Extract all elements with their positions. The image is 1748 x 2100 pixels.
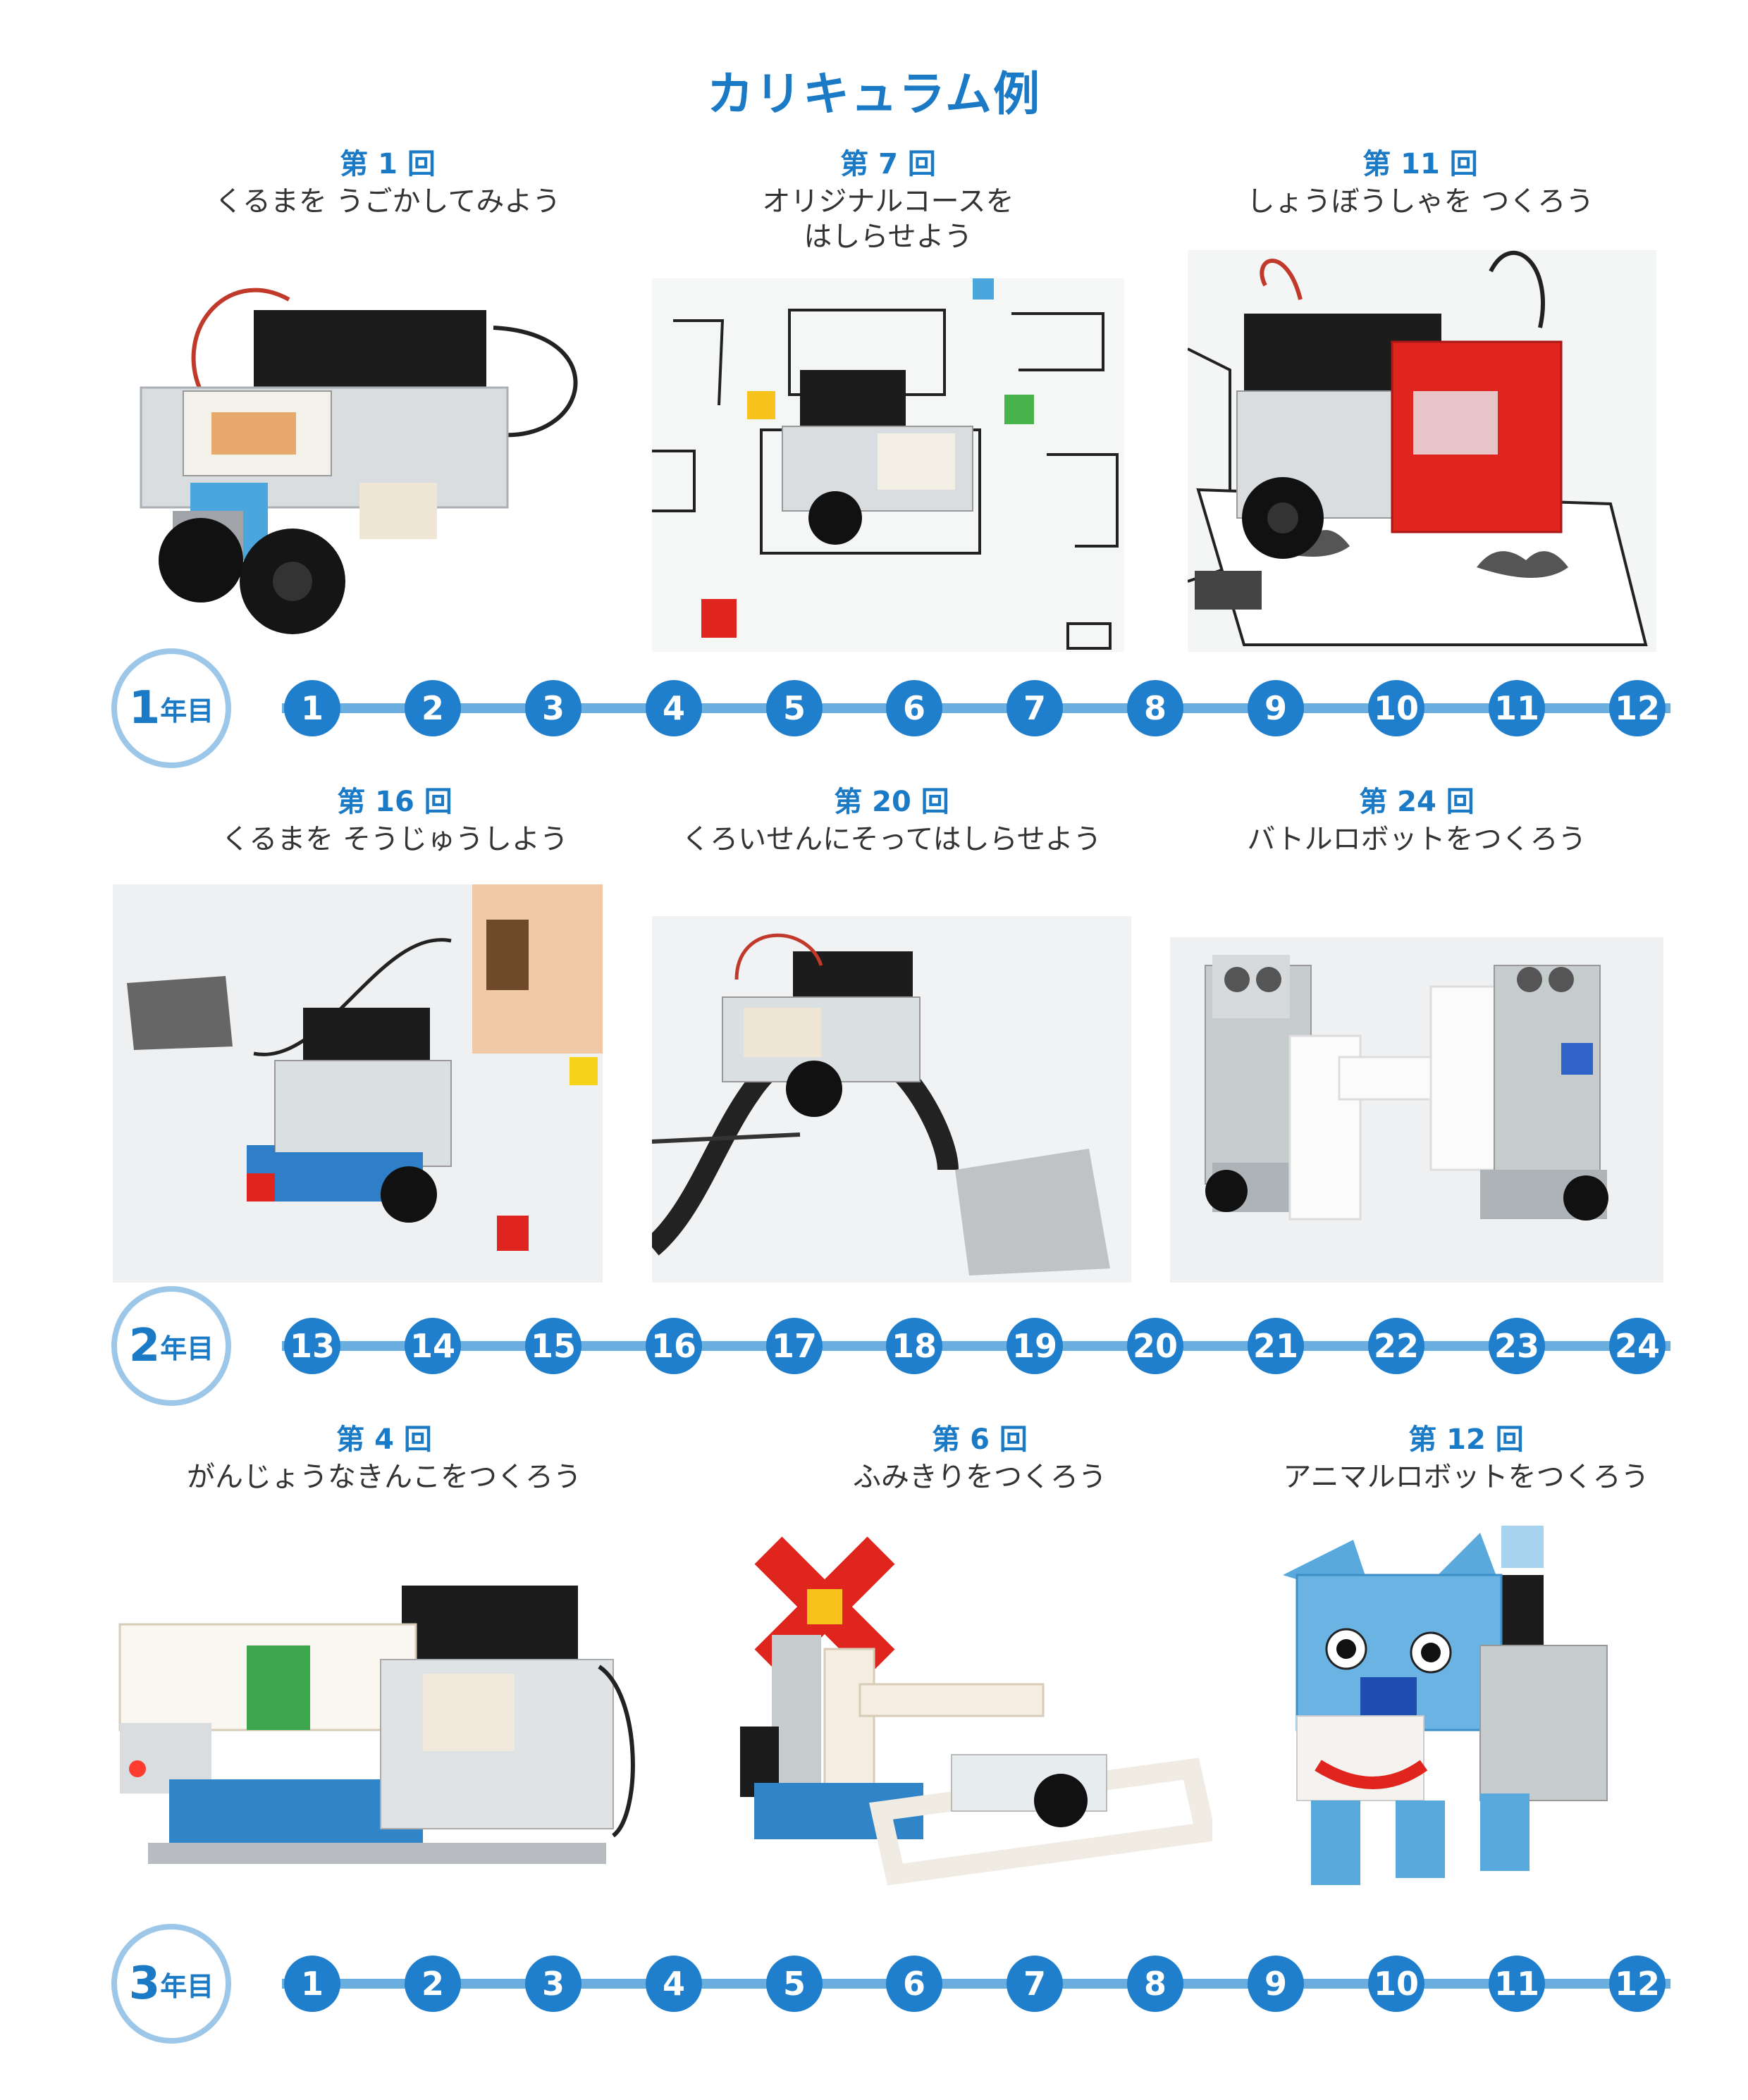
lesson-number: 第 1 回	[340, 148, 436, 180]
lesson-node: 8	[1127, 1956, 1183, 2012]
lesson-node: 7	[1007, 680, 1063, 736]
robot-car-photo	[127, 250, 613, 641]
lesson-caption: 第 7 回 オリジナルコースを はしらせよう	[641, 144, 1135, 254]
battle-robot-photo	[1170, 937, 1663, 1283]
lesson-number: 第 16 回	[337, 786, 453, 818]
lesson-node: 6	[886, 1956, 942, 2012]
page-title: カリキュラム例	[706, 67, 1042, 121]
lesson-node: 12	[1609, 680, 1666, 736]
lesson-node: 5	[766, 680, 823, 736]
lesson-node: 1	[284, 680, 340, 736]
lesson-node: 16	[646, 1318, 702, 1374]
lesson-title: アニマルロボットをつくろう	[1283, 1461, 1649, 1493]
lesson-title: くるまを うごかしてみよう	[214, 185, 561, 218]
lesson-number: 第 24 回	[1359, 786, 1475, 818]
railroad-crossing-photo	[740, 1515, 1212, 1910]
year-suffix: 年目	[160, 1970, 214, 2002]
lesson-title: バトルロボットをつくろう	[1247, 823, 1587, 856]
lesson-title: くろいせんにそってはしらせよう	[682, 823, 1102, 856]
timeline-line	[282, 703, 1670, 713]
lesson-node: 18	[886, 1318, 942, 1374]
lesson-number: 第 11 回	[1362, 148, 1478, 180]
lesson-node: 21	[1248, 1318, 1304, 1374]
lesson-caption: 第 20 回 くろいせんにそってはしらせよう	[645, 782, 1138, 857]
lesson-node: 23	[1489, 1318, 1545, 1374]
lesson-caption: 第 1 回 くるまを うごかしてみよう	[141, 144, 634, 219]
lesson-number: 第 20 回	[834, 786, 949, 818]
year-number: 3	[128, 1958, 161, 2010]
fire-engine-photo	[1188, 250, 1656, 652]
lesson-node: 20	[1127, 1318, 1183, 1374]
lesson-title: くるまを そうじゅうしよう	[221, 823, 568, 856]
lesson-node: 5	[766, 1956, 823, 2012]
lesson-caption: 第 16 回 くるまを そうじゅうしよう	[148, 782, 641, 857]
year-number: 2	[128, 1320, 161, 1372]
lesson-caption: 第 4 回 がんじょうなきんこをつくろう	[137, 1420, 631, 1495]
remote-car-photo	[113, 884, 603, 1283]
lesson-node: 19	[1007, 1318, 1063, 1374]
timeline-line	[282, 1341, 1670, 1351]
lesson-node: 2	[405, 680, 461, 736]
lesson-node: 4	[646, 680, 702, 736]
lesson-caption: 第 6 回 ふみきりをつくろう	[733, 1420, 1226, 1495]
lesson-title: しょうぼうしゃを つくろう	[1246, 185, 1594, 218]
lesson-node: 4	[646, 1956, 702, 2012]
lesson-number: 第 4 回	[336, 1423, 432, 1456]
year-suffix: 年目	[160, 1333, 214, 1364]
lesson-caption: 第 11 回 しょうぼうしゃを つくろう	[1174, 144, 1667, 219]
lesson-node: 9	[1248, 680, 1304, 736]
lesson-node: 22	[1368, 1318, 1424, 1374]
lesson-title: がんじょうなきんこをつくろう	[187, 1461, 581, 1493]
lesson-caption: 第 12 回 アニマルロボットをつくろう	[1219, 1420, 1713, 1495]
year-number: 1	[128, 682, 161, 734]
lesson-node: 13	[284, 1318, 340, 1374]
lesson-node: 10	[1368, 680, 1424, 736]
timeline-line	[282, 1979, 1670, 1989]
lesson-node: 3	[525, 1956, 581, 2012]
lesson-node: 3	[525, 680, 581, 736]
lesson-node: 12	[1609, 1956, 1666, 2012]
lesson-number: 第 7 回	[840, 148, 936, 180]
line-trace-photo	[652, 916, 1131, 1283]
lesson-node: 14	[405, 1318, 461, 1374]
year-suffix: 年目	[160, 695, 214, 727]
lesson-number: 第 6 回	[932, 1423, 1028, 1456]
lesson-node: 11	[1489, 680, 1545, 736]
animal-robot-photo	[1269, 1526, 1663, 1910]
lesson-node: 7	[1007, 1956, 1063, 2012]
lesson-node: 24	[1609, 1318, 1666, 1374]
lesson-node: 6	[886, 680, 942, 736]
safe-robot-photo	[106, 1582, 656, 1871]
lesson-node: 15	[525, 1318, 581, 1374]
lesson-node: 2	[405, 1956, 461, 2012]
lesson-caption: 第 24 回 バトルロボットをつくろう	[1170, 782, 1663, 857]
lesson-node: 8	[1127, 680, 1183, 736]
lesson-node: 10	[1368, 1956, 1424, 2012]
lesson-number: 第 12 回	[1408, 1423, 1524, 1456]
lesson-title: ふみきりをつくろう	[853, 1461, 1107, 1493]
course-photo	[652, 278, 1124, 652]
lesson-node: 11	[1489, 1956, 1545, 2012]
lesson-node: 9	[1248, 1956, 1304, 2012]
lesson-node: 1	[284, 1956, 340, 2012]
lesson-node: 17	[766, 1318, 823, 1374]
lesson-title: オリジナルコースを はしらせよう	[762, 185, 1014, 253]
